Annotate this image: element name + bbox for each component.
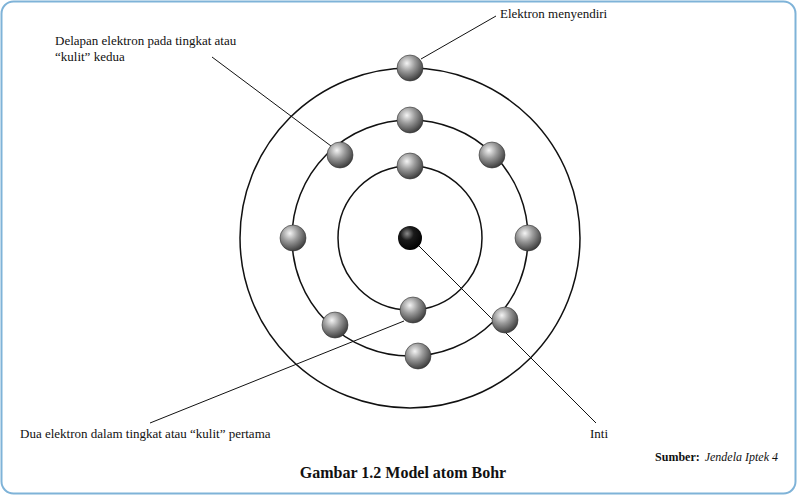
leader-line bbox=[212, 57, 331, 146]
nucleus bbox=[398, 226, 422, 250]
leader-line bbox=[419, 246, 596, 423]
orbit-2 bbox=[292, 120, 528, 356]
electron bbox=[397, 153, 423, 179]
electron bbox=[322, 312, 348, 338]
electron bbox=[515, 225, 541, 251]
electron bbox=[479, 142, 505, 168]
leader-line bbox=[421, 16, 496, 59]
electron bbox=[280, 225, 306, 251]
electron bbox=[405, 343, 431, 369]
electron bbox=[327, 142, 353, 168]
shell-label: Dua elektron dalam tingkat atau “kulit” … bbox=[20, 426, 271, 442]
nucleus-label: Inti bbox=[590, 426, 608, 442]
electron-label: Elektron menyendiri bbox=[500, 6, 607, 22]
source-title: Jendela Iptek 4 bbox=[705, 449, 778, 465]
orbit-3 bbox=[240, 68, 580, 408]
figure-caption: Gambar 1.2 Model atom Bohr bbox=[300, 464, 506, 482]
orbit-1 bbox=[338, 166, 482, 310]
electron bbox=[492, 307, 518, 333]
shell-label: Delapan elektron pada tingkat atau “kuli… bbox=[55, 33, 245, 65]
source-label: Sumber: bbox=[655, 449, 700, 465]
electron bbox=[397, 107, 423, 133]
electron bbox=[400, 297, 426, 323]
electron bbox=[397, 55, 423, 81]
leader-line bbox=[150, 321, 404, 423]
